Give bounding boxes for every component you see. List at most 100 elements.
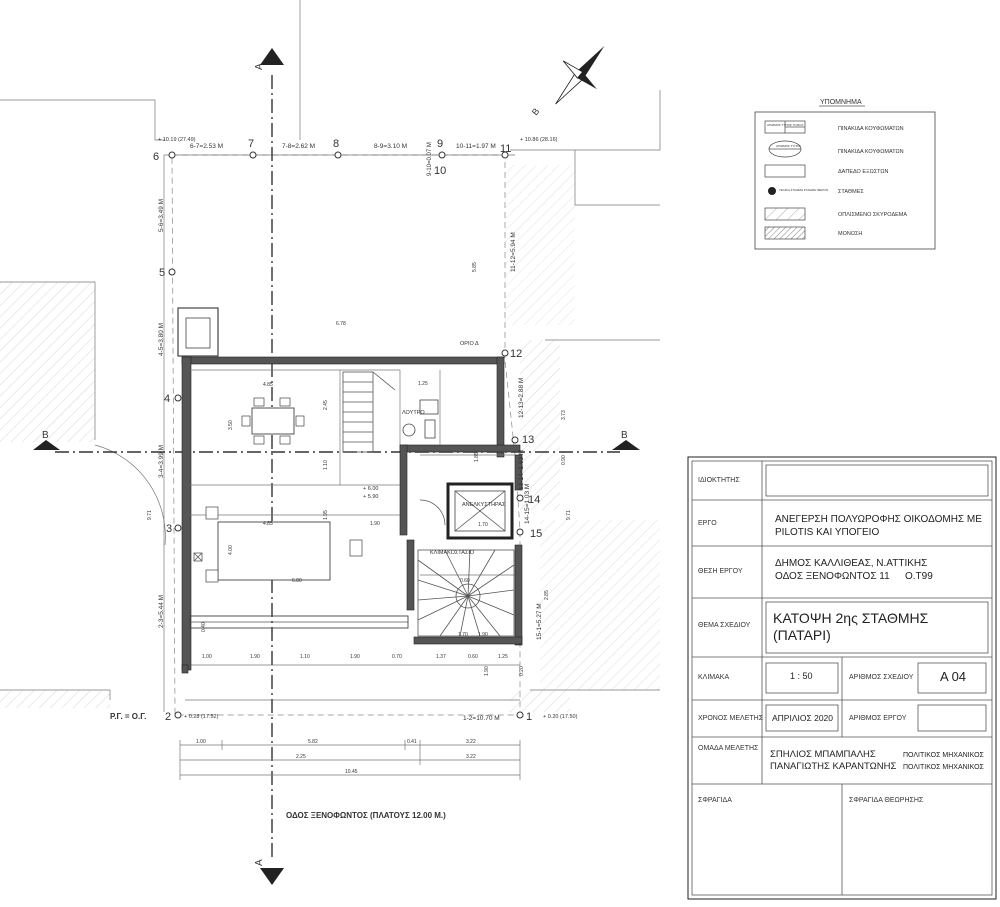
drawing-number-value: Α 04 xyxy=(940,669,967,684)
dim-12-13: 12-13=2.88 M xyxy=(518,378,525,418)
svg-text:6.80: 6.80 xyxy=(292,578,302,584)
legend-item-2: ΠΙΝΑΚΙΔΑ ΚΟΥΦΩΜΑΤΩΝ xyxy=(838,149,904,155)
bottom-dim-6: 3.22 xyxy=(466,754,476,760)
stamp-review-label: ΣΦΡΑΓΙΔΑ ΘΕΩΡΗΣΗΣ xyxy=(849,797,924,804)
subject-value-line-1: ΚΑΤΟΨΗ 2ης ΣΤΑΘΜΗΣ xyxy=(773,610,929,626)
bottom-dim-1: 1.00 xyxy=(196,739,206,745)
bottom-dim-7: 10.45 xyxy=(345,769,358,775)
dim-4-5: 4-5=3.80 M xyxy=(158,323,165,356)
street-label: ΟΔΟΣ ΞΕΝΟΦΩΝΤΟΣ (ΠΛΑΤΟΥΣ 12.00 Μ.) xyxy=(286,811,446,820)
point-4-label: 4 xyxy=(164,393,170,405)
svg-text:3.73: 3.73 xyxy=(561,410,567,420)
subject-value-line-2: (ΠΑΤΑΡΙ) xyxy=(773,627,831,643)
svg-text:4.85: 4.85 xyxy=(263,382,273,388)
dim-3-4: 3-4=3.99 M xyxy=(158,445,165,478)
svg-text:0.70: 0.70 xyxy=(392,654,402,660)
dining-table-icon xyxy=(241,397,305,445)
svg-text:1.25: 1.25 xyxy=(418,381,428,387)
legend-title: ΥΠΟΜΝΗΜΑ xyxy=(820,99,862,106)
legend-item-3: ΔΑΠΕΔΟ ΕΞΩΣΤΩΝ xyxy=(838,169,888,175)
dim-14-15: 14-15=1.03 M xyxy=(524,484,531,524)
dim-2-3: 2-3=5.44 M xyxy=(158,595,165,628)
subject-label: ΘΕΜΑ ΣΧΕΔΙΟΥ xyxy=(698,622,751,629)
svg-text:1.10: 1.10 xyxy=(323,460,329,470)
point-1-label: 1 xyxy=(526,711,532,723)
svg-text:0.90: 0.90 xyxy=(561,455,567,465)
dim-15-1: 15-1=5.27 M xyxy=(536,603,543,640)
point-2-label: 2 xyxy=(165,711,171,723)
svg-text:4.85: 4.85 xyxy=(263,521,273,527)
svg-text:4.00: 4.00 xyxy=(228,545,234,555)
svg-text:2.45: 2.45 xyxy=(323,400,329,410)
legend-item-4: ΣΤΑΘΜΕΣ xyxy=(838,189,864,195)
point-8-label: 8 xyxy=(333,138,339,150)
scale-value: 1 : 50 xyxy=(790,671,813,681)
svg-text:9.71: 9.71 xyxy=(566,510,572,520)
svg-text:0.20: 0.20 xyxy=(519,666,525,676)
section-a-bottom-label: A xyxy=(254,859,265,866)
legend-item-1: ΠΙΝΑΚΙΔΑ ΚΟΥΦΩΜΑΤΩΝ xyxy=(838,126,904,132)
legend-item-6: ΜΟΝΩΣΗ xyxy=(838,231,862,237)
team-member-2-name: ΠΑΝΑΓΙΩΤΗΣ ΚΑΡΑΝΤΩΝΗΣ xyxy=(770,761,897,772)
wc-fixtures-icon xyxy=(402,399,439,439)
svg-text:1.90: 1.90 xyxy=(484,666,490,676)
location-value-line-1: ΔΗΜΟΣ ΚΑΛΛΙΘΕΑΣ, Ν.ΑΤΤΙΚΗΣ xyxy=(775,558,928,569)
room-wc-label: ΛΟΥΤΡΟ xyxy=(402,410,425,416)
team-member-1-name: ΣΠΗΛΙΟΣ ΜΠΑΜΠΑΛΗΣ xyxy=(770,749,876,760)
elevation-center-a: + 6.00 xyxy=(363,486,378,492)
team-label: ΟΜΑΔΑ ΜΕΛΕΤΗΣ xyxy=(698,745,759,752)
elevation-p11: + 10.86 (28.16) xyxy=(520,137,558,143)
dim-13-14: 13-14=1.63 M xyxy=(518,450,525,490)
dim-8-9: 8-9=3.10 M xyxy=(374,143,407,150)
point-15-label: 15 xyxy=(530,528,542,540)
dim-1-2: 1-2=10.70 M xyxy=(463,715,500,722)
svg-text:1.70: 1.70 xyxy=(458,632,468,638)
point-9-label: 9 xyxy=(437,138,443,150)
point-14-label: 14 xyxy=(528,494,540,506)
dim-6-7: 6-7=2.53 M xyxy=(190,143,223,150)
svg-text:1.37: 1.37 xyxy=(436,654,446,660)
legend-item-5: ΟΠΛΙΣΜΕΝΟ ΣΚΥΡΟΔΕΜΑ xyxy=(838,212,907,218)
legend-symbol-text-4: ΤΕΛΙΚΗ ΣΤΑΘΜΗ ΣΤΑΘΜΗ ΦΕΡΟΝ xyxy=(779,188,828,192)
room-staircase-label: ΚΛΙΜΑΚΟΣΤΑΣΙΟ xyxy=(430,550,475,556)
elevation-center-b: + 5.90 xyxy=(363,494,378,500)
date-label: ΧΡΟΝΟΣ ΜΕΛΕΤΗΣ xyxy=(698,715,764,722)
svg-text:1.95: 1.95 xyxy=(323,510,329,520)
job-number-label: ΑΡΙΘΜΟΣ ΕΡΓΟΥ xyxy=(849,715,907,722)
legend-symbol-text-1: ΑΡΙΘΜΟΣ ΤΥΠΟΣ ΤΟΙΧΟΥ xyxy=(767,123,804,127)
dim-7-8: 7-8=2.62 M xyxy=(282,143,315,150)
location-value-line-3: Ο.Τ99 xyxy=(905,571,933,582)
bed-icon xyxy=(193,506,363,583)
svg-text:1.90: 1.90 xyxy=(350,654,360,660)
elevation-p1: + 0.20 (17.50) xyxy=(543,714,578,720)
svg-text:1.10: 1.10 xyxy=(300,654,310,660)
plot-outline xyxy=(163,154,521,716)
svg-text:2.85: 2.85 xyxy=(544,590,550,600)
section-b-left-label: B xyxy=(42,430,49,441)
section-a-top-label: A xyxy=(254,63,265,70)
svg-text:1.90: 1.90 xyxy=(370,521,380,527)
project-value-line-2: PILOTIS ΚΑΙ ΥΠΟΓΕΙΟ xyxy=(775,527,880,538)
location-label: ΘΕΣΗ ΕΡΓΟΥ xyxy=(698,568,743,575)
point-11-label: 11 xyxy=(500,143,511,155)
north-arrow-label: B xyxy=(530,106,542,117)
project-value-line-1: ΑΝΕΓΕΡΣΗ ΠΟΛΥΩΡΟΦΗΣ ΟΙΚΟΔΟΜΗΣ ΜΕ xyxy=(775,514,982,525)
svg-text:0.40: 0.40 xyxy=(201,622,207,632)
svg-text:1.85: 1.85 xyxy=(474,452,480,462)
drawing-number-label: ΑΡΙΘΜΟΣ ΣΧΕΔΙΟΥ xyxy=(849,674,914,681)
svg-text:1.90: 1.90 xyxy=(250,654,260,660)
svg-text:1.90: 1.90 xyxy=(478,632,488,638)
project-label: ΕΡΓΟ xyxy=(698,520,717,527)
scale-label: ΚΛΙΜΑΚΑ xyxy=(698,674,730,681)
section-axes xyxy=(33,48,640,885)
north-arrow-icon xyxy=(555,45,605,105)
bottom-dim-3: 0.41 xyxy=(407,739,417,745)
svg-text:5.85: 5.85 xyxy=(472,262,478,272)
dim-5-6: 5-6=3.49 M xyxy=(158,199,165,232)
svg-text:0.60: 0.60 xyxy=(468,654,478,660)
neighbour-boundaries xyxy=(0,0,661,712)
team-member-2-role: ΠΟΛΙΤΙΚΟΣ ΜΗΧΑΝΙΚΟΣ xyxy=(903,764,984,771)
point-7-label: 7 xyxy=(248,138,254,150)
svg-text:1.70: 1.70 xyxy=(478,522,488,528)
